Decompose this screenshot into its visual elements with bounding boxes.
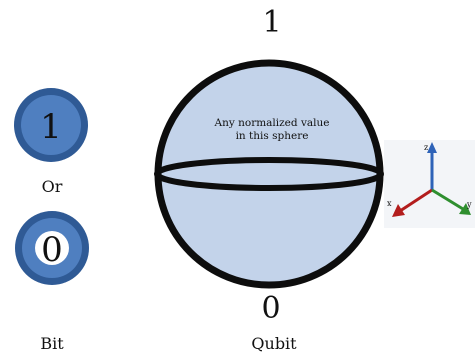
qubit-top-label: 1 (262, 5, 281, 40)
bit-one-disc: 1 (14, 88, 88, 162)
sphere-body (154, 59, 384, 289)
qubit-sphere: Any normalized value in this sphere (154, 59, 384, 289)
axes-icon: z x y (384, 140, 475, 228)
bit-one-label: 1 (40, 107, 62, 147)
sphere-equator (154, 157, 384, 191)
bit-zero-disc: 0 (15, 211, 89, 285)
y-axis (431, 188, 464, 211)
bit-one-inner-disc (21, 95, 81, 155)
y-axis-label: y (466, 200, 472, 209)
bit-caption: Bit (40, 334, 64, 353)
qubit-bottom-label: 0 (261, 291, 280, 326)
qubit-caption: Qubit (251, 334, 297, 353)
bit-zero-highlight (35, 231, 69, 265)
z-arrowhead (427, 142, 437, 153)
or-label: Or (42, 177, 63, 196)
sphere-note-line2: in this sphere (236, 130, 309, 142)
bit-zero-label: 0 (41, 230, 63, 270)
x-axis (399, 188, 433, 213)
x-axis-label: x (387, 199, 392, 208)
y-arrowhead (459, 203, 471, 215)
z-axis-label: z (424, 143, 428, 152)
x-arrowhead (392, 204, 405, 217)
sphere-note-line1: Any normalized value (214, 117, 330, 129)
